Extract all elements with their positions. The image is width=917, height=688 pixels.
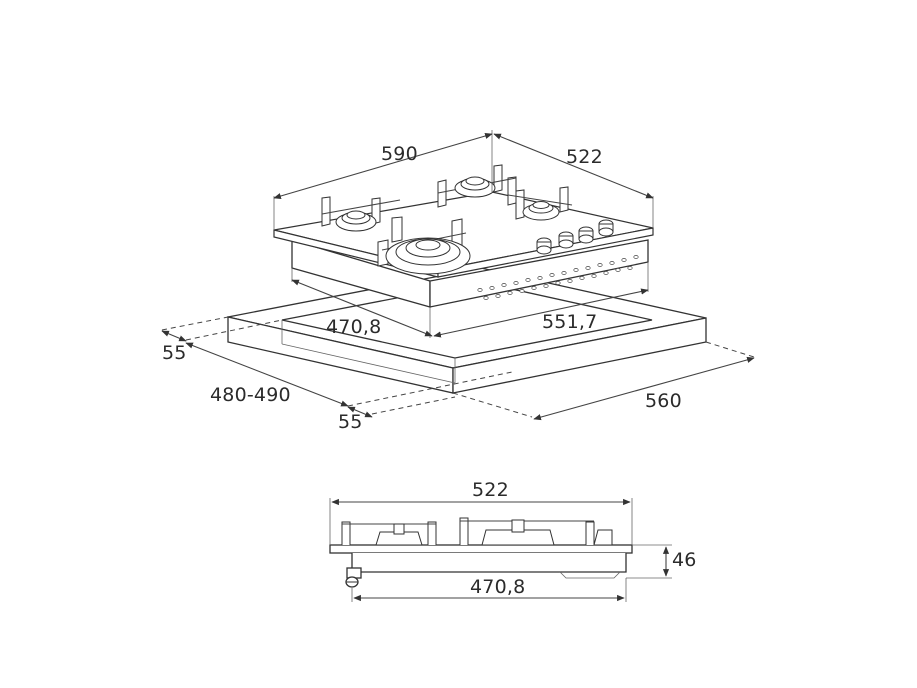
dimension-470-8: 470,8 (291, 268, 433, 338)
dimension-522: 522 (493, 133, 654, 228)
front-view: 522 46 470,8 (329, 479, 697, 602)
knob-2 (558, 231, 574, 249)
burner-back (454, 176, 496, 198)
dimension-480-490: 480-490 (185, 342, 349, 407)
dimension-label-590: 590 (381, 143, 418, 165)
gas-connector (345, 567, 362, 588)
dimension-label-560: 560 (645, 390, 682, 412)
dimension-551-7: 551,7 (433, 262, 649, 338)
front-pan-supports (341, 517, 595, 545)
front-dimension-46: 46 (626, 544, 697, 579)
burner-left (335, 210, 377, 232)
front-dimension-label-522: 522 (472, 479, 509, 501)
knob-3 (578, 226, 594, 244)
dimension-label-480-490: 480-490 (210, 384, 291, 406)
dimension-label-522: 522 (566, 146, 603, 168)
dimension-55-front: 55 (338, 371, 513, 433)
burner-right (522, 201, 560, 221)
knob-4 (598, 219, 614, 237)
front-dimension-522: 522 (329, 479, 633, 545)
knob-1 (536, 237, 552, 255)
dimension-label-551-7: 551,7 (542, 311, 597, 333)
front-dimension-470-8: 470,8 (351, 576, 627, 602)
front-dimension-label-470-8: 470,8 (470, 576, 525, 598)
front-burners (375, 519, 613, 546)
dimension-label-55-front: 55 (338, 411, 363, 433)
pan-supports (321, 164, 573, 267)
isometric-view: 590 522 470,8 551,7 55 (161, 130, 755, 433)
dimension-55-left: 55 (161, 316, 283, 364)
dimension-560: 560 (452, 341, 755, 421)
control-knobs (536, 219, 614, 255)
dimension-label-55-left: 55 (162, 342, 187, 364)
burner-wok (385, 237, 471, 275)
dimension-label-470-8: 470,8 (326, 316, 381, 338)
front-dimension-label-46: 46 (672, 549, 697, 571)
dimension-590: 590 (273, 130, 493, 230)
